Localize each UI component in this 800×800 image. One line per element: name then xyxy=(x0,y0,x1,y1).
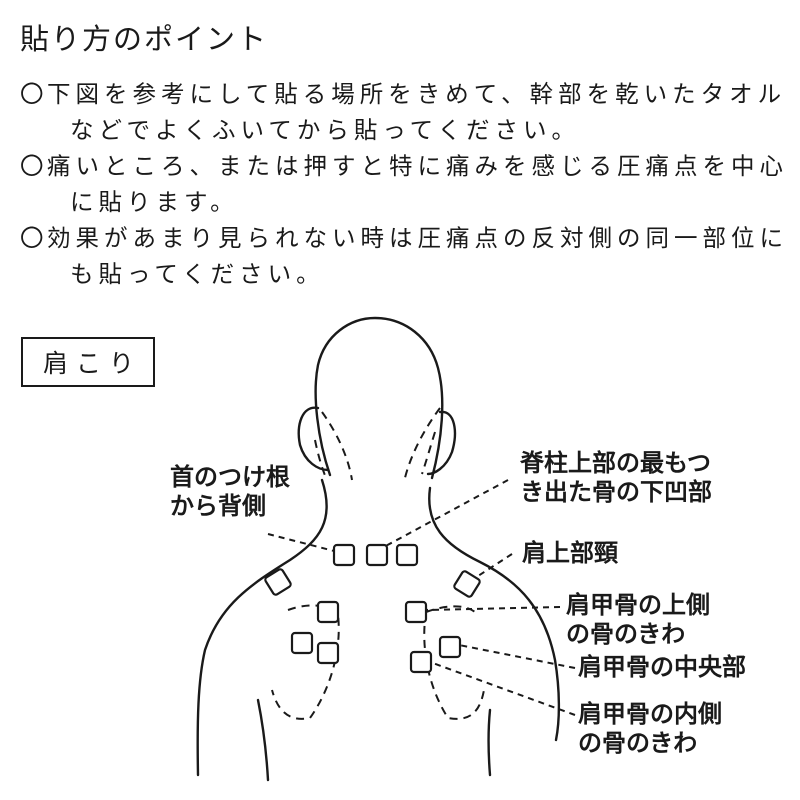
right-shoulder-outline xyxy=(428,486,561,742)
patch-shoulder-right xyxy=(453,570,481,598)
patch-neck-left xyxy=(332,543,356,567)
patch-scapula-inner-left xyxy=(316,641,340,665)
neck-muscle-right-2 xyxy=(421,431,436,475)
label-scapula-upper-line1: 肩甲骨の上側 xyxy=(566,590,710,619)
patch-scapula-center-right xyxy=(438,635,462,659)
right-scapula-top xyxy=(425,605,476,613)
tip-text-line1: 下図を参考にして貼る場所をきめて、幹部を乾いたタオル xyxy=(47,80,787,108)
patch-shoulder-left xyxy=(264,568,292,596)
label-neck-base-line2: から背側 xyxy=(170,491,266,520)
leader-shoulder-top xyxy=(474,553,513,579)
left-arm-inner xyxy=(256,698,270,782)
label-scapula-inner-line2: の骨のきわ xyxy=(578,728,698,757)
label-scapula-center-line1: 肩甲骨の中央部 xyxy=(578,652,746,681)
page-heading: 貼り方のポイント xyxy=(20,22,269,56)
label-scapula-upper-line2: の骨のきわ xyxy=(566,619,686,648)
tip-item: 〇 痛いところ、または押すと特に痛みを感じる圧痛点を中心 に貼ります。 xyxy=(20,148,790,220)
label-neck-base-line1: 首のつけ根 xyxy=(170,462,290,491)
patch-scapula-upper-right xyxy=(404,600,428,624)
label-scapula-upper: 肩甲骨の上側 の骨のきわ xyxy=(566,590,710,648)
left-shoulder-outline xyxy=(196,478,328,777)
patch-neck-center xyxy=(365,543,389,567)
label-spine-upper-line2: き出た骨の下凹部 xyxy=(520,477,712,506)
tip-text-line2: も貼ってください。 xyxy=(70,260,325,288)
patch-scapula-upper-left xyxy=(316,600,340,624)
label-shoulder-top-line1: 肩上部頸 xyxy=(522,538,618,567)
tip-text-line1: 痛いところ、または押すと特に痛みを感じる圧痛点を中心 xyxy=(47,152,788,180)
tip-text-line2: に貼ります。 xyxy=(70,188,239,216)
neck-muscle-left xyxy=(321,411,353,481)
tip-item: 〇 効果があまり見られない時は圧痛点の反対側の同一部位に も貼ってください。 xyxy=(20,220,790,292)
neck-muscle-right xyxy=(403,407,441,483)
head-outline xyxy=(314,316,444,480)
tip-item: 〇 下図を参考にして貼る場所をきめて、幹部を乾いたタオル などでよくふいてから貼… xyxy=(20,76,790,148)
right-scapula xyxy=(423,611,485,720)
circle-bullet-icon: 〇 xyxy=(20,80,44,108)
section-label: 肩こり xyxy=(43,349,143,378)
neck-muscle-left-2 xyxy=(314,439,327,479)
leader-neck-base xyxy=(267,533,339,553)
right-ear xyxy=(426,410,456,476)
label-spine-upper: 脊柱上部の最もつ き出た骨の下凹部 xyxy=(520,448,712,506)
circle-bullet-icon: 〇 xyxy=(20,224,44,252)
tips-list: 〇 下図を参考にして貼る場所をきめて、幹部を乾いたタオル などでよくふいてから貼… xyxy=(20,76,790,292)
section-label-box: 肩こり xyxy=(21,337,155,387)
left-ear xyxy=(297,406,330,472)
patch-scapula-center-left xyxy=(290,631,314,655)
label-shoulder-top: 肩上部頸 xyxy=(522,538,618,567)
leader-spine-upper xyxy=(381,479,509,549)
leader-scapula-center xyxy=(458,644,576,669)
label-spine-upper-line1: 脊柱上部の最もつ xyxy=(520,448,712,477)
tip-text-line2: などでよくふいてから貼ってください。 xyxy=(70,116,580,144)
label-scapula-inner: 肩甲骨の内側 の骨のきわ xyxy=(578,699,722,757)
label-neck-base: 首のつけ根 から背側 xyxy=(170,462,290,520)
tip-text-line1: 効果があまり見られない時は圧痛点の反対側の同一部位に xyxy=(47,224,788,252)
leader-scapula-inner xyxy=(429,661,576,716)
patch-neck-right xyxy=(395,543,419,567)
label-scapula-inner-line1: 肩甲骨の内側 xyxy=(578,699,722,728)
patch-scapula-inner-right xyxy=(409,650,433,674)
right-arm-inner xyxy=(487,708,492,777)
label-scapula-center: 肩甲骨の中央部 xyxy=(578,652,746,681)
leader-scapula-upper xyxy=(424,606,561,611)
circle-bullet-icon: 〇 xyxy=(20,152,44,180)
